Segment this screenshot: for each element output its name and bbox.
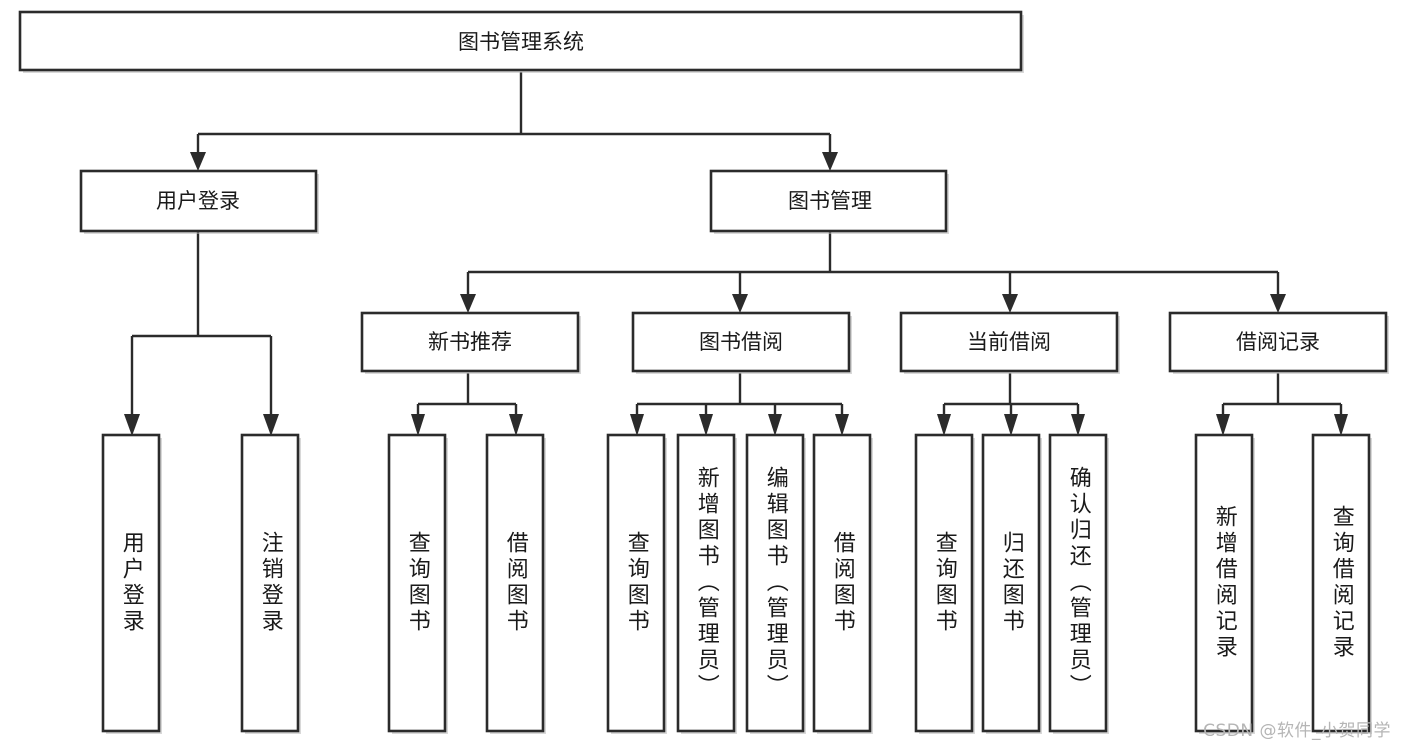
arrow-head-leaf-logout xyxy=(263,414,279,436)
book-borrow-label: 图书借阅 xyxy=(699,330,783,354)
node-leaf-borrowrecord-add[interactable] xyxy=(1194,433,1255,734)
node-leaf-borrowrecord-query[interactable] xyxy=(1311,433,1372,734)
new-book-recommend-box xyxy=(360,311,580,373)
arrow-head-currentborrow-leaf-3 xyxy=(1071,414,1085,436)
node-leaf-bookborrow-query[interactable] xyxy=(606,433,667,734)
borrow-record-label: 借阅记录 xyxy=(1236,330,1320,354)
node-leaf-newbook-borrow[interactable] xyxy=(485,433,546,734)
arrow-head-borrowrecord-leaf-1 xyxy=(1216,414,1230,436)
connector-bookborrow-to-leaves xyxy=(630,373,849,436)
node-leaf-currentborrow-confirm[interactable] xyxy=(1048,433,1109,734)
arrow-head-user-login xyxy=(190,152,206,171)
new-book-recommend-label: 新书推荐 xyxy=(428,330,512,354)
arrow-head-bookborrow-leaf-4 xyxy=(835,414,849,436)
connector-newbook-to-leaves xyxy=(411,373,523,436)
leaf-borrowrecord-query-box xyxy=(1311,433,1371,733)
leaf-bookborrow-query-box xyxy=(606,433,666,733)
leaf-logout-box xyxy=(240,433,300,733)
arrow-head-newbook-leaf-1 xyxy=(411,414,425,436)
node-leaf-bookborrow-borrow[interactable] xyxy=(812,433,873,734)
arrow-head-borrow-record xyxy=(1270,294,1286,313)
user-login-label: 用户登录 xyxy=(156,189,240,213)
root-label: 图书管理系统 xyxy=(458,30,584,54)
connector-borrowrecord-to-leaves xyxy=(1216,373,1348,436)
leaf-currentborrow-query-box xyxy=(914,433,974,733)
arrow-head-currentborrow-leaf-1 xyxy=(937,414,951,436)
root-box xyxy=(18,10,1023,72)
connector-bookmanage-to-level3 xyxy=(460,232,1286,313)
arrow-head-leaf-user-login xyxy=(124,414,140,436)
arrow-head-bookborrow-leaf-3 xyxy=(768,414,782,436)
node-current-borrow[interactable]: 当前借阅 xyxy=(899,311,1120,374)
node-borrow-record[interactable]: 借阅记录 xyxy=(1168,311,1389,374)
arrow-head-newbook-leaf-2 xyxy=(509,414,523,436)
book-management-box xyxy=(709,169,948,233)
node-leaf-user-login[interactable] xyxy=(101,433,162,734)
leaf-borrowrecord-add-box xyxy=(1194,433,1254,733)
book-management-label: 图书管理 xyxy=(788,189,872,213)
leaf-currentborrow-confirm-box xyxy=(1048,433,1108,733)
arrow-head-book-borrow xyxy=(732,294,748,313)
node-leaf-newbook-query[interactable] xyxy=(387,433,448,734)
leaf-bookborrow-add-box xyxy=(676,433,736,733)
arrow-head-bookborrow-leaf-1 xyxy=(630,414,644,436)
node-leaf-bookborrow-edit[interactable] xyxy=(745,433,806,734)
leaf-newbook-query-box xyxy=(387,433,447,733)
node-root-book-management-system[interactable]: 图书管理系统 xyxy=(18,10,1024,73)
leaf-bookborrow-edit-box xyxy=(745,433,805,733)
node-user-login[interactable]: 用户登录 xyxy=(79,169,319,234)
arrow-head-current-borrow xyxy=(1002,294,1018,313)
leaf-user-login-box xyxy=(101,433,161,733)
borrow-record-box xyxy=(1168,311,1388,373)
node-leaf-currentborrow-return[interactable] xyxy=(981,433,1042,734)
arrow-head-bookborrow-leaf-2 xyxy=(699,414,713,436)
leaf-bookborrow-borrow-box xyxy=(812,433,872,733)
node-leaf-logout[interactable] xyxy=(240,433,301,734)
user-login-box xyxy=(79,169,318,233)
node-book-borrow[interactable]: 图书借阅 xyxy=(631,311,852,374)
leaf-newbook-borrow-box xyxy=(485,433,545,733)
connector-currentborrow-to-leaves xyxy=(937,373,1085,436)
node-leaf-currentborrow-query[interactable] xyxy=(914,433,975,734)
node-book-management[interactable]: 图书管理 xyxy=(709,169,949,234)
node-leaf-bookborrow-add[interactable] xyxy=(676,433,737,734)
arrow-head-book-manage xyxy=(822,152,838,171)
connector-userlogin-to-leaves xyxy=(124,232,279,436)
current-borrow-label: 当前借阅 xyxy=(967,330,1051,354)
arrow-head-currentborrow-leaf-2 xyxy=(1004,414,1018,436)
book-borrow-box xyxy=(631,311,851,373)
leaf-currentborrow-return-box xyxy=(981,433,1041,733)
connector-root-to-level2 xyxy=(190,72,838,171)
arrow-head-new-book-recommend xyxy=(460,294,476,313)
node-new-book-recommend[interactable]: 新书推荐 xyxy=(360,311,581,374)
current-borrow-box xyxy=(899,311,1119,373)
arrow-head-borrowrecord-leaf-2 xyxy=(1334,414,1348,436)
